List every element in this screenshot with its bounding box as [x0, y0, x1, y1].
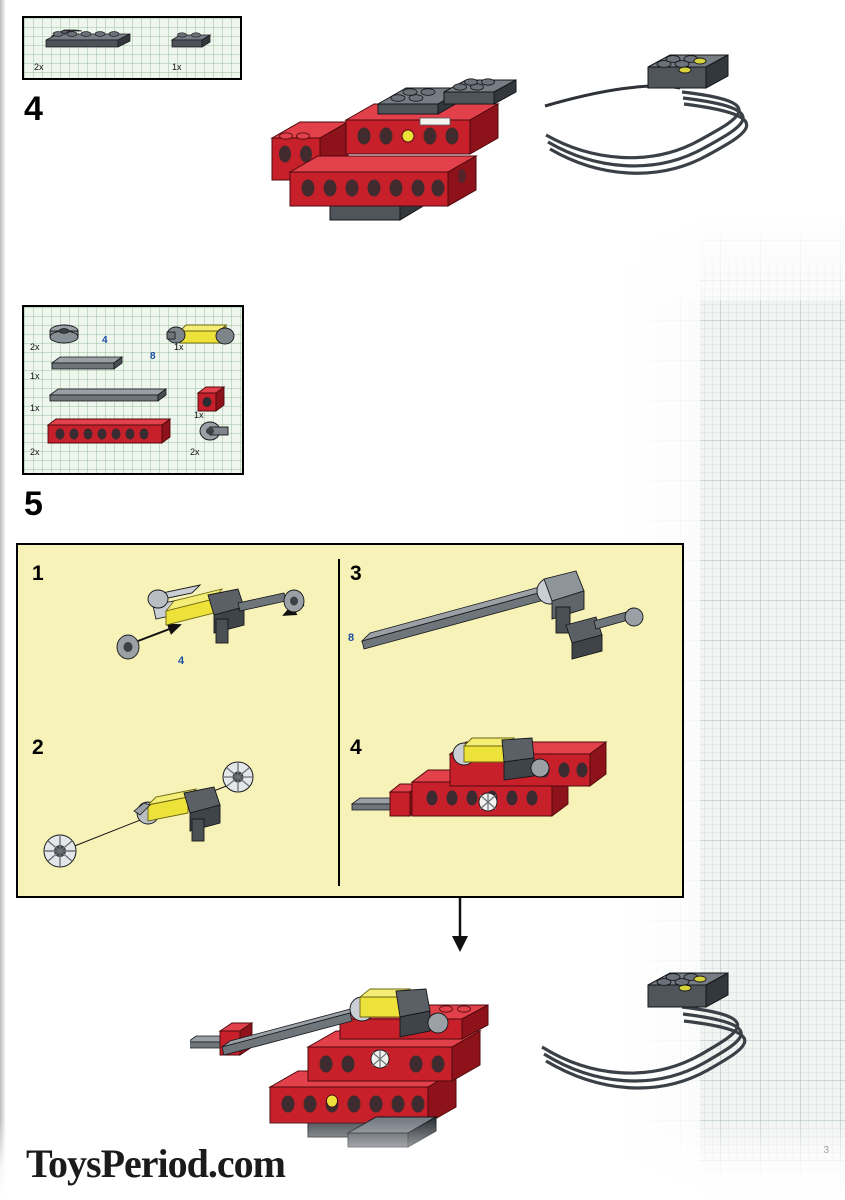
white-gear [478, 792, 498, 812]
scan-edge [0, 0, 6, 1200]
substep-3-illustration [344, 559, 684, 689]
battery-box-with-wire-final [541, 972, 747, 1090]
substep-number-2: 2 [32, 736, 44, 759]
parts-box-step-4: 2x 1x [22, 16, 242, 80]
step-number-4: 4 [24, 90, 43, 128]
bush-right [283, 589, 305, 613]
substep-1-callout: 4 [178, 655, 185, 667]
part-red-brick-1x1 [196, 386, 226, 412]
shock-absorber-mounted [452, 737, 550, 781]
part-yellow-shock-absorber [166, 323, 235, 345]
part-gray-bush [49, 324, 79, 344]
part-gray-half-bush [199, 421, 229, 441]
parts-length-label: 8 [150, 351, 156, 362]
assembly-arrow [440, 898, 480, 954]
substep-3-callout: 8 [348, 632, 355, 644]
shock-absorber-subassembly-3 [536, 570, 644, 660]
shock-absorber-subassembly [147, 584, 287, 644]
parts-box-step-5: 2x 4 1x 8 1x 1x 2x 1x 2x [22, 305, 244, 475]
paper-bottom-fade [0, 1120, 845, 1200]
substep-divider [338, 559, 340, 886]
parts-qty-label: 1x [194, 410, 204, 420]
parts-box-step-5-contents [46, 323, 235, 444]
parts-qty-label: 2x [34, 62, 44, 72]
watermark: ToysPeriod.com [26, 1141, 286, 1186]
parts-qty-label: 1x [30, 371, 40, 381]
parts-length-label: 4 [102, 335, 108, 346]
part-red-beam-1x8 [46, 418, 172, 444]
parts-qty-label: 1x [174, 342, 184, 352]
parts-qty-label: 2x [30, 447, 40, 457]
white-gear-final [370, 1049, 390, 1069]
substep-number-1: 1 [32, 562, 44, 585]
battery-box-with-wire [544, 54, 749, 175]
bush-right-2 [222, 761, 254, 793]
step-number-5: 5 [24, 485, 43, 523]
bush-left-2 [43, 834, 77, 868]
red-chassis-assembly [270, 78, 517, 221]
substep-number-4: 4 [350, 736, 362, 759]
step-5-substeps-panel: 1 [16, 543, 684, 898]
part-red-plate-1x2 [170, 32, 212, 48]
part-axle-4 [50, 356, 124, 370]
parts-box-step-4-contents [45, 29, 212, 48]
shock-absorber-subassembly-2 [133, 786, 221, 842]
parts-qty-label: 1x [172, 62, 182, 72]
substep-1-illustration [88, 563, 328, 703]
part-axle-8 [48, 388, 168, 402]
parts-qty-label: 2x [30, 342, 40, 352]
substep-2-illustration [24, 735, 334, 885]
step-4-assembly-illustration [230, 30, 790, 260]
parts-qty-label: 2x [190, 447, 200, 457]
bush-left [116, 634, 140, 660]
part-red-plate-1x6 [45, 29, 131, 48]
shock-absorber-final [349, 988, 449, 1038]
parts-qty-label: 1x [30, 403, 40, 413]
substep-4-illustration [344, 720, 684, 885]
substep-number-3: 3 [350, 562, 362, 585]
